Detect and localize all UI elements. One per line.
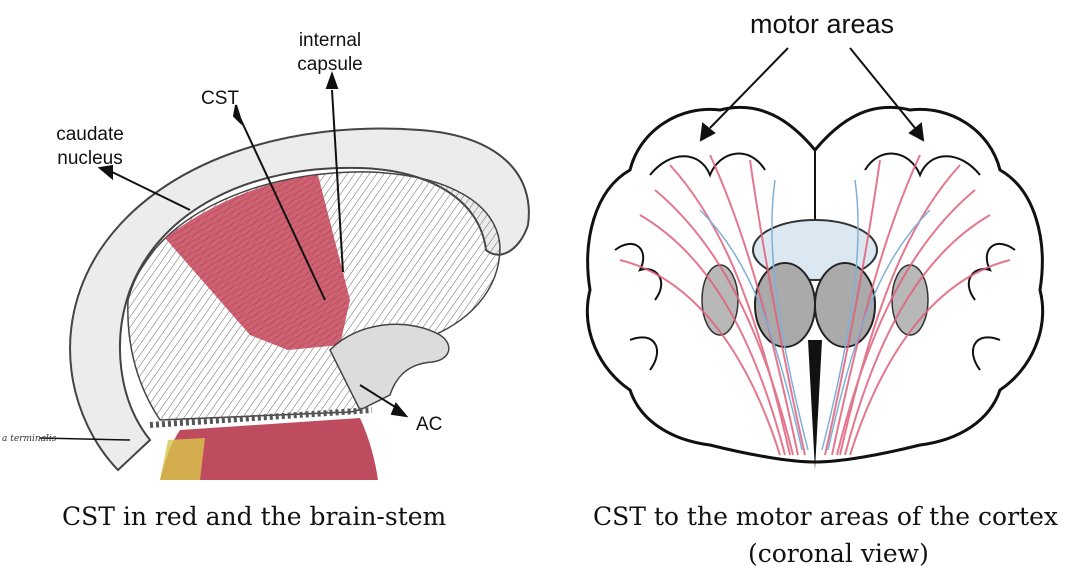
- caudate-label-line1: caudate: [56, 124, 124, 145]
- brainstem-yellow-band: [160, 438, 205, 480]
- internal-capsule-label-line1: internal: [299, 30, 361, 51]
- left-caption: CST in red and the brain-stem: [62, 502, 446, 531]
- coronal-brain-illustration: motor areas: [560, 0, 1072, 480]
- left-figure-panel: internal capsule CST caudate nucleus AC …: [0, 0, 540, 480]
- left-thalamus: [755, 263, 815, 347]
- motor-areas-label: motor areas: [750, 9, 894, 39]
- right-figure-panel: motor areas: [560, 0, 1072, 480]
- right-caption-line1: CST to the motor areas of the cortex: [593, 502, 1058, 531]
- terminalis-label: a terminalis: [2, 434, 57, 444]
- internal-capsule-arrowhead: [327, 74, 337, 88]
- ac-label: AC: [416, 414, 442, 435]
- internal-capsule-label-line2: capsule: [297, 54, 363, 75]
- right-thalamus: [815, 263, 875, 347]
- cst-label: CST: [201, 88, 239, 109]
- internal-capsule-illustration: internal capsule CST caudate nucleus AC …: [0, 0, 540, 480]
- caudate-label-line2: nucleus: [57, 148, 123, 169]
- right-caption-line2: (coronal view): [748, 539, 929, 568]
